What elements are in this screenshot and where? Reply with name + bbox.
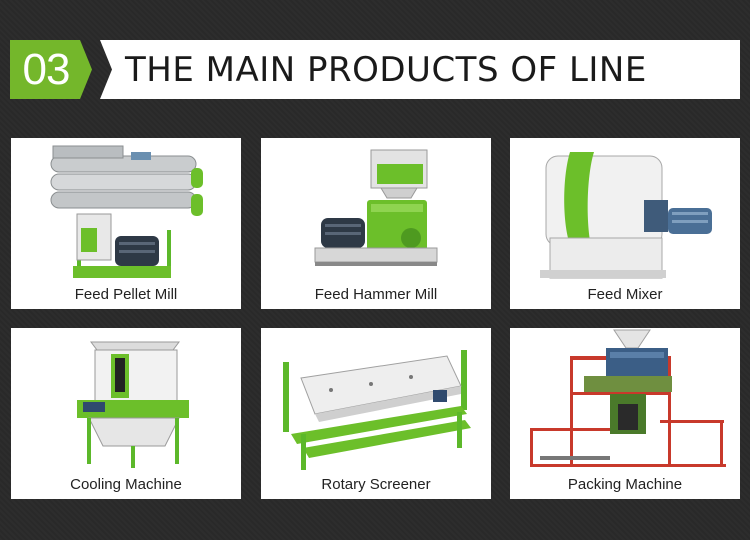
cooler-machine-icon xyxy=(77,341,189,468)
product-name: Rotary Screener xyxy=(321,476,431,493)
section-banner: 03 THE MAIN PRODUCTS OF LINE xyxy=(10,40,740,99)
product-card-feed-hammer-mill[interactable]: Feed Hammer Mill xyxy=(261,138,491,309)
section-number: 03 xyxy=(22,45,71,94)
product-name: Packing Machine xyxy=(567,476,683,493)
product-name: Feed Mixer xyxy=(587,286,663,303)
section-title: THE MAIN PRODUCTS OF LINE xyxy=(125,50,647,90)
product-card-cooling-machine[interactable]: Cooling Machine xyxy=(11,328,241,499)
product-name: Cooling Machine xyxy=(70,476,182,493)
product-name: Feed Pellet Mill xyxy=(74,286,178,303)
product-card-rotary-screener[interactable]: Rotary Screener xyxy=(261,328,491,499)
mixer-machine-icon xyxy=(540,152,712,279)
product-name: Feed Hammer Mill xyxy=(314,286,438,303)
hammer-mill-machine-icon xyxy=(314,149,438,266)
packing-machine-icon xyxy=(530,329,726,467)
screener-machine-icon xyxy=(283,350,471,470)
product-card-packing-machine[interactable]: Packing Machine xyxy=(510,328,740,499)
product-card-feed-pellet-mill[interactable]: Feed Pellet Mill xyxy=(11,138,241,309)
product-card-feed-mixer[interactable]: Feed Mixer xyxy=(510,138,740,309)
pellet-mill-machine-icon xyxy=(50,145,203,278)
banner-shape xyxy=(10,40,740,99)
